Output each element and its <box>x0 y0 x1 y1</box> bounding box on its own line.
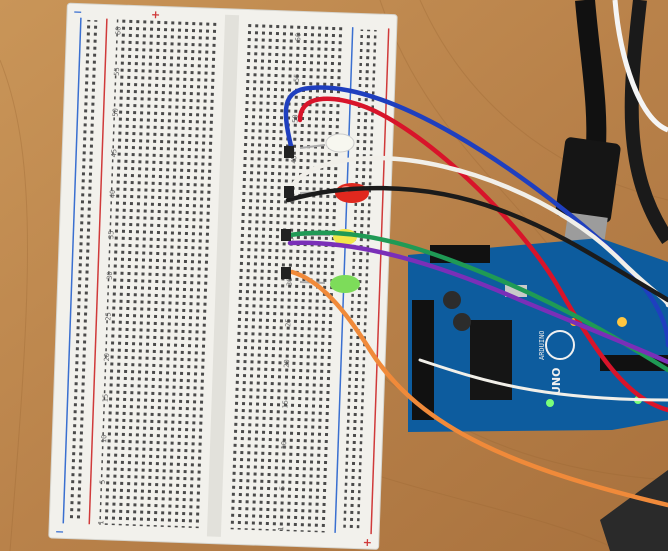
power-led <box>546 399 554 407</box>
row-label: 20 <box>103 353 111 362</box>
row-label: 40 <box>109 190 117 199</box>
usb-plug <box>555 137 621 223</box>
row-label: 5 <box>279 486 287 490</box>
wire-pins <box>281 146 294 279</box>
dark-object <box>600 470 668 551</box>
status-led <box>617 317 627 327</box>
capacitor <box>453 313 471 331</box>
capacitor <box>443 291 461 309</box>
arduino-logo <box>545 330 575 360</box>
row-label: 45 <box>110 149 118 158</box>
led-white <box>299 133 355 153</box>
arduino-chip <box>470 320 512 400</box>
row-label: 10 <box>100 435 108 444</box>
row-label: 55 <box>293 74 301 83</box>
row-label: 30 <box>286 278 294 287</box>
row-label: 35 <box>107 230 115 239</box>
arduino-uno-text: UNO <box>550 368 563 396</box>
row-label: 15 <box>281 400 289 409</box>
blue-wire <box>283 85 668 348</box>
purple-wire <box>287 240 668 365</box>
rail-minus-sign: − <box>55 525 65 538</box>
rail-plus-sign: + <box>151 8 161 21</box>
row-label: 20 <box>283 359 291 368</box>
white-wire <box>287 155 668 308</box>
row-label: 50 <box>111 108 119 117</box>
row-label: 1 <box>97 520 105 524</box>
white-cable <box>612 0 668 133</box>
row-label: 45 <box>290 155 298 164</box>
row-label: 15 <box>102 394 110 403</box>
row-label: 5 <box>99 480 107 484</box>
row-label: 60 <box>294 33 302 42</box>
power-cable <box>624 0 668 244</box>
arduino-maker-text: ARDUINO <box>538 330 546 360</box>
white-wire-2 <box>418 358 668 402</box>
center-channel <box>206 14 240 537</box>
row-label: 1 <box>277 527 285 531</box>
orange-wire <box>289 269 668 508</box>
rail-plus-sign: + <box>363 536 373 549</box>
row-label: 25 <box>284 318 292 327</box>
row-label: 60 <box>114 26 122 35</box>
row-label: 10 <box>280 441 288 450</box>
row-label: 25 <box>104 312 112 321</box>
black-wire <box>285 185 668 303</box>
usb-cable <box>575 0 607 161</box>
breadboard: − + − + 11551010151520202525303035354040… <box>48 2 398 550</box>
red-wire <box>297 96 668 413</box>
row-label: 55 <box>113 67 121 76</box>
row-label: 50 <box>291 114 299 123</box>
row-label: 30 <box>106 271 114 280</box>
rail-minus-sign: − <box>73 5 83 18</box>
